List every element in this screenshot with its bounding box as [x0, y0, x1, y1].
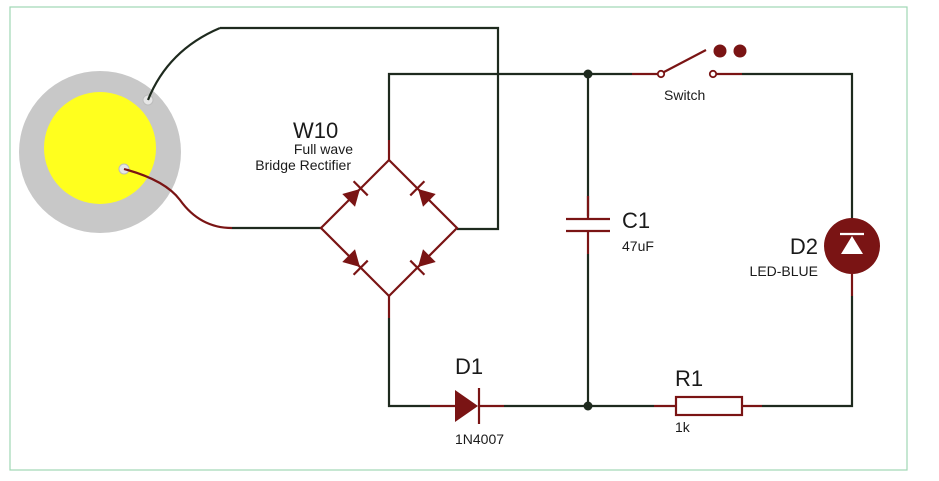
- bridge-desc-line1: Full wave: [294, 141, 353, 157]
- switch-label: Switch: [664, 87, 705, 103]
- bridge-rectifier-icon: [319, 158, 459, 298]
- diode-ref-label: D1: [455, 354, 483, 379]
- bridge-desc-line2: Bridge Rectifier: [255, 157, 351, 173]
- bridge-ref-label: W10: [293, 118, 338, 143]
- capacitor-ref-label: C1: [622, 208, 650, 233]
- led-icon: [824, 218, 880, 274]
- piezo-lead-bottom: [123, 167, 233, 230]
- resistor-value-label: 1k: [675, 419, 691, 435]
- junction-bottom: [583, 401, 593, 411]
- resistor-icon: [654, 395, 762, 417]
- led-ref-label: D2: [790, 234, 818, 259]
- diode-value-label: 1N4007: [455, 431, 504, 447]
- capacitor-value-label: 47uF: [622, 238, 654, 254]
- resistor-ref-label: R1: [675, 366, 703, 391]
- wire-right-top: [742, 72, 854, 226]
- diagram-frame: [9, 6, 908, 471]
- diode-icon: [430, 388, 504, 424]
- wire-bridge-to-diode: [387, 318, 430, 408]
- wire-piezo-to-bridge-right: [220, 26, 500, 231]
- piezo-disc-icon: [19, 71, 181, 233]
- led-value-label: LED-BLUE: [750, 263, 818, 279]
- wire-right-bottom: [762, 296, 854, 408]
- capacitor-icon: [566, 196, 610, 254]
- piezo-lead-top: [146, 26, 221, 101]
- switch-icon[interactable]: [632, 44, 747, 79]
- wire-top-rail: [387, 72, 632, 140]
